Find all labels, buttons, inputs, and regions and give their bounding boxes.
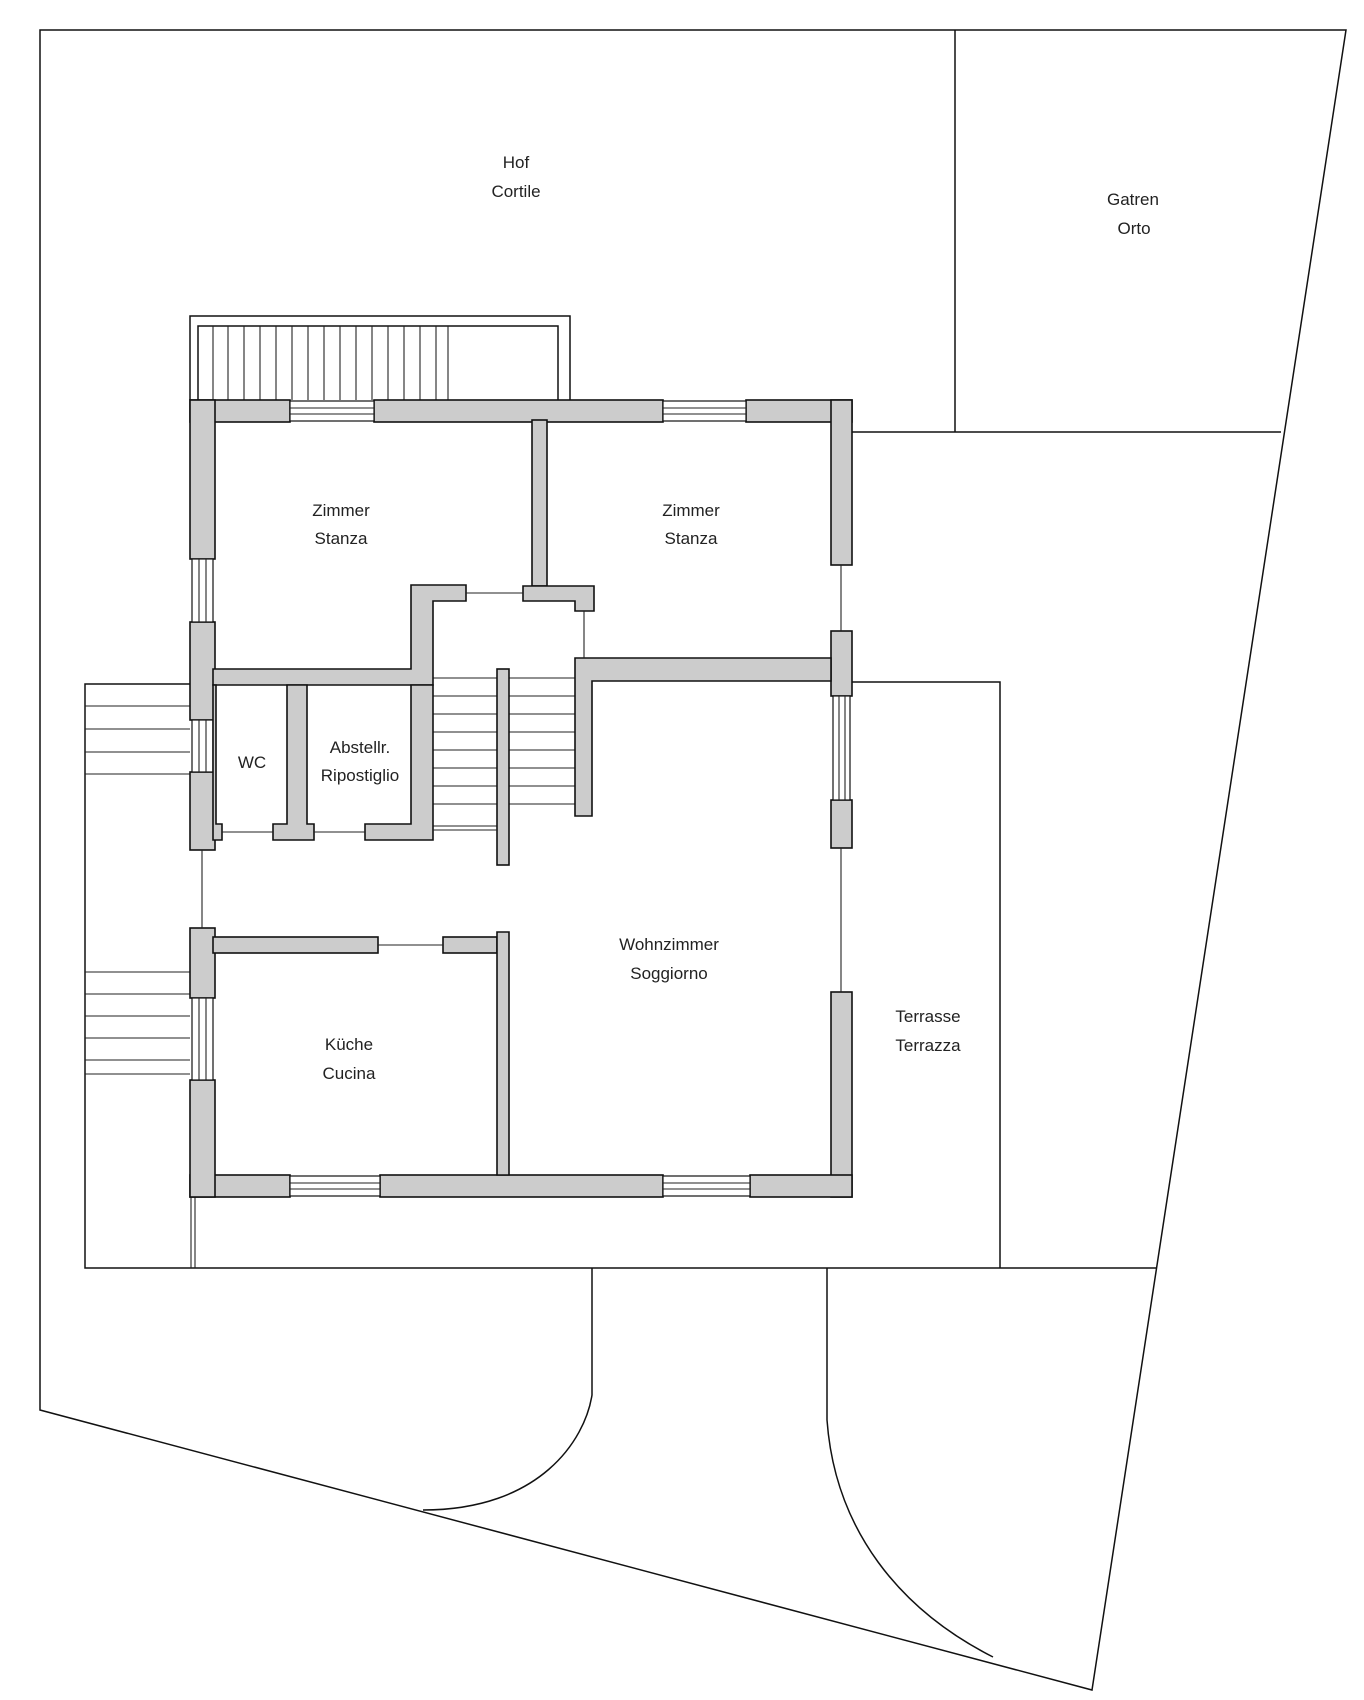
zimmer-right-label-line2: Stanza	[665, 529, 718, 548]
west-steps-upper	[85, 705, 190, 775]
room-label-hof: Hof Cortile	[491, 153, 540, 201]
abstell-label-line1: Abstellr.	[330, 738, 390, 757]
driveway-right-curve	[826, 1268, 994, 1658]
wc-label: WC	[238, 753, 266, 772]
zimmer-left-label-line1: Zimmer	[312, 501, 370, 520]
hof-label-line2: Cortile	[491, 182, 540, 201]
zimmer-left-label-line2: Stanza	[315, 529, 368, 548]
terrasse-label-line2: Terrazza	[895, 1036, 961, 1055]
hof-label-line1: Hof	[503, 153, 530, 172]
garten-label-line1: Gatren	[1107, 190, 1159, 209]
room-label-garten: Gatren Orto	[1107, 190, 1159, 238]
room-label-zimmer-right: Zimmer Stanza	[662, 501, 720, 548]
room-label-terrasse: Terrasse Terrazza	[895, 1007, 961, 1055]
north-stairs	[189, 315, 571, 400]
outer-walls	[189, 399, 853, 1198]
kueche-label-line2: Cucina	[323, 1064, 376, 1083]
interior-stairs	[433, 668, 575, 866]
windows	[191, 400, 851, 1197]
kueche-label-line1: Küche	[325, 1035, 373, 1054]
paved-area-outline	[84, 683, 1156, 1269]
abstell-label-line2: Ripostiglio	[321, 766, 399, 785]
room-label-abstell: Abstellr. Ripostiglio	[321, 738, 399, 785]
property-boundary	[39, 29, 1347, 1691]
terrasse-label-line1: Terrasse	[895, 1007, 960, 1026]
wohnzimmer-label-line2: Soggiorno	[630, 964, 708, 983]
west-steps-lower	[85, 971, 190, 1075]
terrace-outline	[852, 681, 1001, 1268]
garten-label-line2: Orto	[1117, 219, 1150, 238]
interior-walls	[212, 419, 832, 1176]
room-label-wc: WC	[238, 753, 266, 772]
zimmer-right-label-line1: Zimmer	[662, 501, 720, 520]
room-label-kueche: Küche Cucina	[323, 1035, 376, 1083]
wohnzimmer-label-line1: Wohnzimmer	[619, 935, 719, 954]
driveway-left-curve	[422, 1268, 593, 1511]
room-label-zimmer-left: Zimmer Stanza	[312, 501, 370, 548]
room-label-wohnzimmer: Wohnzimmer Soggiorno	[619, 935, 719, 983]
